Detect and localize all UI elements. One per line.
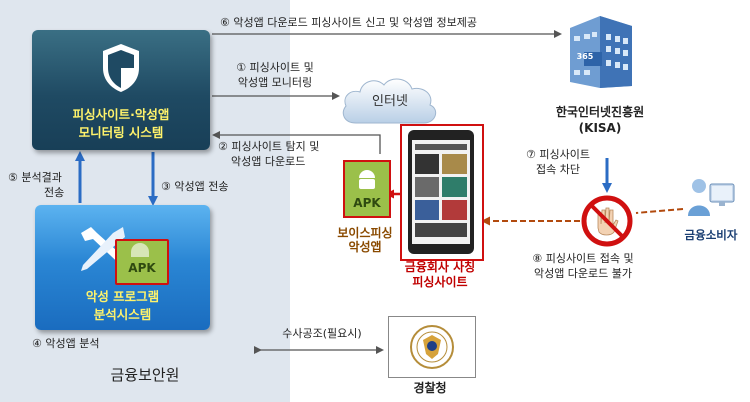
phishing-site-label-line2: 피싱사이트 (412, 275, 468, 289)
arrow-step2 (212, 131, 381, 154)
building-icon (570, 16, 632, 88)
step3-label: ③ 악성앱 전송 (161, 180, 229, 193)
voice-phishing-app-label-line1: 보이스피싱 (337, 226, 393, 240)
analysis-system-box: APK 악성 프로그램 분석시스템 (35, 205, 210, 330)
step2-label-line2: 악성앱 다운로드 (231, 155, 306, 168)
step7-label-line1: ⑦ 피싱사이트 (526, 148, 590, 161)
step1-label-line1: ① 피싱사이트 및 (236, 61, 314, 74)
monitoring-system-label-line2: 모니터링 시스템 (78, 125, 164, 140)
step7-label-line2: 접속 차단 (536, 163, 580, 176)
step4-label: ④ 악성앱 분석 (32, 337, 100, 350)
voice-phishing-app-label-line2: 악성앱 (348, 240, 382, 254)
consumer-label: 금융소비자 (684, 228, 738, 242)
apk-file-icon: APK (115, 239, 169, 285)
step6-label: ⑥ 악성앱 다운로드 피싱사이트 신고 및 악성앱 정보제공 (220, 16, 477, 29)
malicious-apk-icon: APK (343, 160, 391, 218)
smartphone-icon (408, 130, 474, 254)
malicious-apk-badge: APK (353, 196, 381, 210)
phone-screen (412, 140, 470, 244)
android-icon (359, 170, 375, 189)
analysis-system-label-line1: 악성 프로그램 (85, 289, 160, 304)
police-emblem-icon (410, 325, 454, 369)
step5-label-line2: 전송 (44, 186, 65, 199)
step8-label-line2: 악성앱 다운로드 불가 (533, 267, 633, 280)
android-icon (131, 243, 149, 257)
police-link-label: 수사공조(필요시) (282, 327, 362, 340)
step5-label-line1: ⑤ 분석결과 (8, 171, 62, 184)
monitoring-system-label-line1: 피싱사이트·악성앱 (72, 107, 170, 122)
cloud-icon (342, 78, 437, 124)
police-label: 경찰청 (413, 381, 447, 395)
step2-label-line1: ② 피싱사이트 탐지 및 (218, 140, 320, 153)
police-emblem-frame (388, 316, 476, 378)
kisa-label-line1: 한국인터넷진흥원 (555, 105, 645, 119)
internet-label: 인터넷 (372, 94, 408, 109)
step1-label-line2: 악성앱 모니터링 (237, 76, 313, 89)
step8-label-line1: ⑧ 피싱사이트 접속 및 (532, 252, 634, 265)
phishing-site-label-line1: 금융회사 사칭 (404, 260, 476, 274)
kisa-label-line2: (KISA) (578, 121, 622, 135)
analysis-system-label-line2: 분석시스템 (93, 307, 152, 322)
building-sign: 365 (576, 52, 594, 61)
monitoring-system-box: 피싱사이트·악성앱 모니터링 시스템 (32, 30, 210, 150)
phishing-site-frame (400, 124, 484, 261)
shield-icon (103, 44, 139, 92)
arrow-consumer-block (635, 208, 684, 214)
block-icon (581, 195, 633, 247)
apk-badge: APK (128, 261, 156, 275)
fss-label: 금융보안원 (110, 366, 180, 384)
consumer-icon (688, 179, 735, 216)
